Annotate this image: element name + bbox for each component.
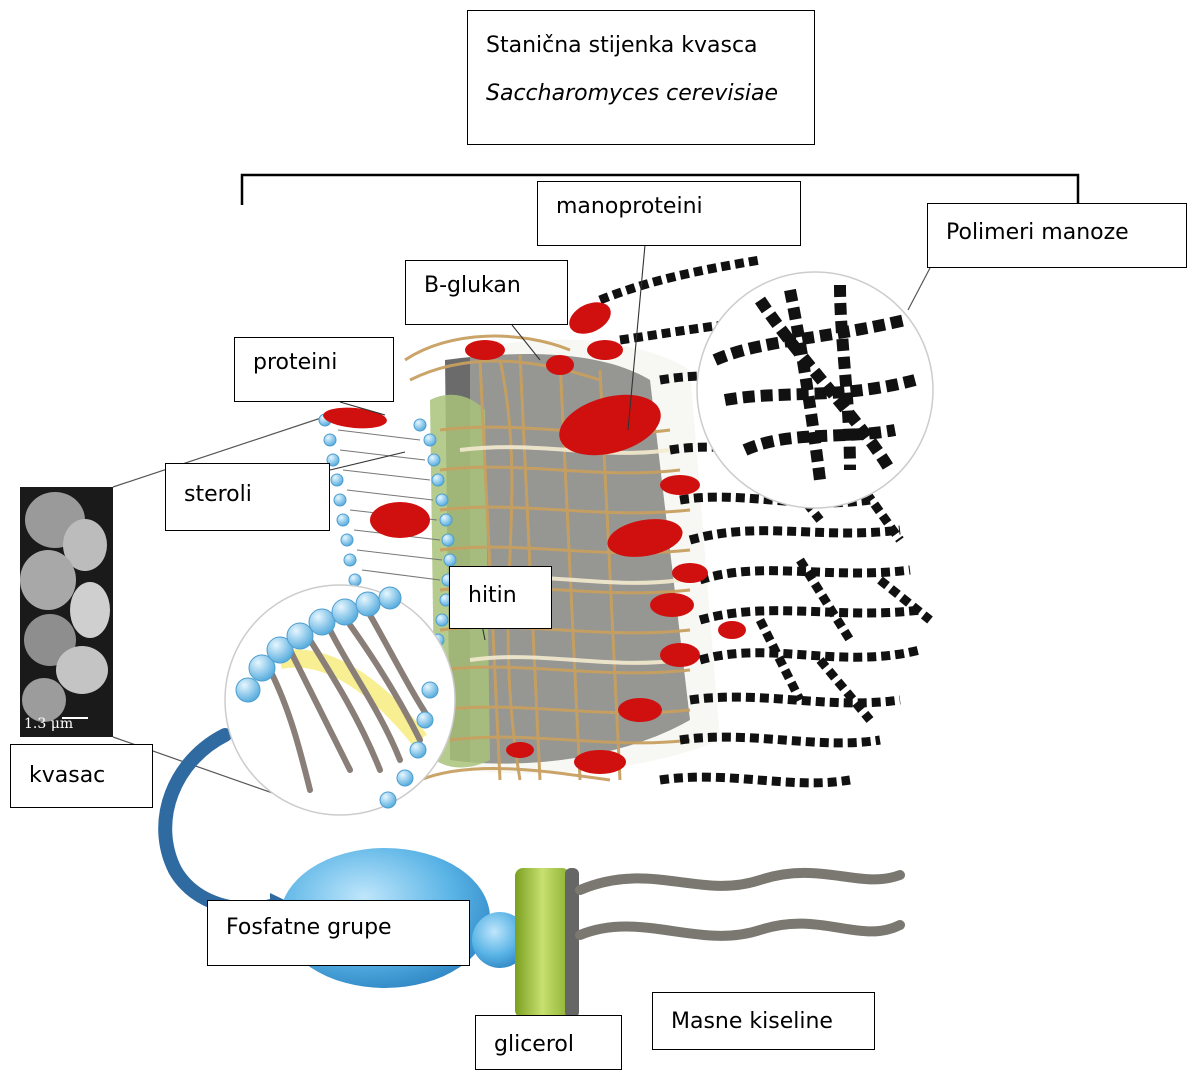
yeast-micrograph: [20, 487, 113, 737]
label-manoproteini: manoproteini: [537, 181, 801, 246]
label-text: manoproteini: [556, 194, 703, 219]
label-b-glukan: B-glukan: [405, 260, 568, 325]
diagram-title: Stanična stijenka kvasca Saccharomyces c…: [467, 10, 815, 145]
label-text: Fosfatne grupe: [226, 915, 392, 940]
label-hitin: hitin: [449, 566, 552, 629]
label-text: glicerol: [494, 1032, 574, 1057]
label-proteini: proteini: [234, 337, 394, 402]
label-text: proteini: [253, 350, 337, 375]
label-text: Masne kiseline: [671, 1009, 833, 1034]
label-kvasac: kvasac: [10, 744, 153, 808]
label-steroli: steroli: [165, 463, 330, 531]
label-text: hitin: [468, 583, 517, 608]
label-masne-kiseline: Masne kiseline: [652, 992, 875, 1050]
label-text: kvasac: [29, 763, 105, 788]
bilayer-magnified: [225, 585, 455, 815]
label-text: B-glukan: [424, 273, 521, 298]
micrograph-scale-text: 1.3 μm: [24, 716, 73, 732]
label-text: Polimeri manoze: [946, 220, 1129, 245]
label-fosfatne-grupe: Fosfatne grupe: [207, 900, 470, 966]
title-line-1: Stanična stijenka kvasca: [486, 33, 758, 58]
title-line-2: Saccharomyces cerevisiae: [486, 81, 796, 107]
label-polimeri-manoze: Polimeri manoze: [927, 203, 1187, 268]
label-text: steroli: [184, 482, 252, 507]
mannose-magnified: [697, 268, 933, 508]
label-glicerol: glicerol: [475, 1015, 622, 1070]
